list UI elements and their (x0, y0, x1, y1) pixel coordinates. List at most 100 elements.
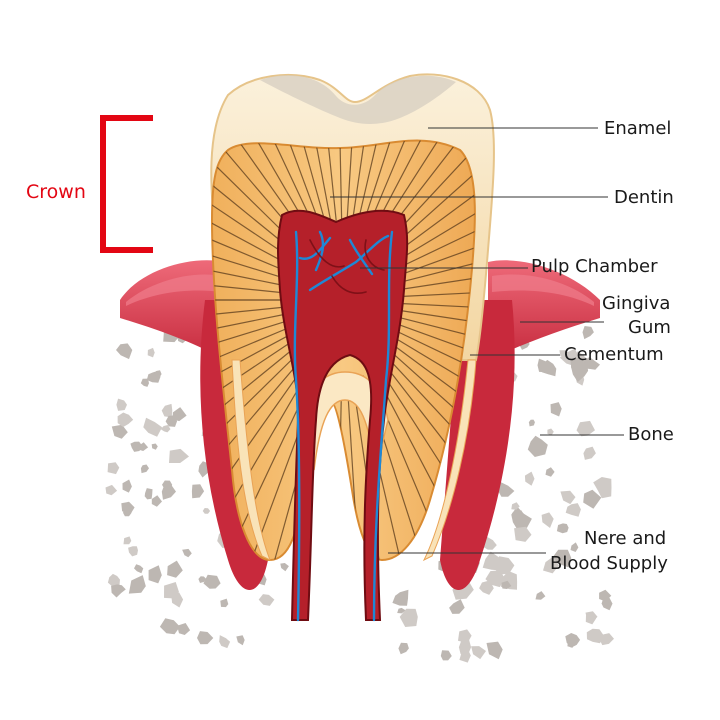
bone-fragment (143, 417, 163, 437)
dentinal-tubule (289, 140, 332, 222)
bone-fragment (123, 508, 132, 517)
dentinal-tubule (212, 192, 288, 273)
bone-fragment (107, 462, 120, 475)
dentinal-tubule (212, 167, 290, 266)
bone-fragment (123, 536, 132, 545)
bone-fragment (547, 428, 554, 436)
dentinal-tubule (401, 231, 475, 283)
bone-fragment (485, 570, 506, 588)
bone-fragment (161, 485, 176, 500)
dentinal-tubule (402, 310, 475, 342)
bone-fragment (582, 326, 594, 340)
dentinal-tubule (336, 140, 343, 221)
bone-fragment (601, 597, 613, 611)
bone-fragment (105, 484, 118, 496)
dentinal-tubule (395, 337, 475, 445)
bone-fragment (122, 479, 132, 493)
bone-fragment (159, 618, 180, 635)
dentinal-tubule (212, 140, 299, 248)
bone-fragment (583, 489, 602, 509)
dentinal-tubule (212, 341, 293, 457)
bone-fragment (392, 589, 409, 606)
dentinal-tubule (377, 140, 475, 235)
pulp-chamber (277, 209, 409, 622)
dentinal-tubule (222, 140, 316, 230)
bone-fragment (111, 584, 126, 598)
bone-fragment (182, 548, 192, 558)
bone-fragment (541, 359, 557, 377)
dentinal-tubule (395, 155, 475, 263)
dentinal-tubule (402, 285, 475, 297)
dentinal-tubule (212, 143, 293, 259)
bone-fragment (535, 591, 546, 600)
dentinal-tubule (399, 205, 475, 276)
label-nerve-line2: Blood Supply (550, 553, 668, 574)
bone-fragment (148, 565, 162, 584)
bone-fragment (440, 650, 452, 661)
cementum-layer (231, 359, 477, 562)
bone-fragment (483, 536, 497, 550)
dentinal-tubule (402, 258, 475, 290)
bone-fragment (528, 419, 535, 427)
dentinal-tubule (385, 140, 475, 245)
bone-fragment (236, 635, 245, 646)
label-crown: Crown (26, 181, 86, 203)
dentinal-tubule (212, 327, 288, 408)
dentinal-tubule (212, 313, 285, 355)
bone-fragment (197, 631, 214, 645)
bone-fragment (565, 503, 581, 517)
label-bone: Bone (628, 424, 674, 445)
dentinal-tubule (312, 140, 337, 221)
bone-fragment (459, 648, 471, 663)
bone-fragment (576, 420, 595, 437)
dentinal-tubule (212, 140, 303, 242)
label-cementum: Cementum (564, 344, 664, 365)
bone-fragment (169, 448, 189, 463)
bone-fragment (399, 608, 418, 627)
bone-fragment (140, 464, 149, 474)
bone-fragment (154, 370, 162, 378)
dentinal-tubule (212, 334, 290, 433)
bone-fragment (511, 502, 520, 510)
dentinal-tubule (266, 140, 327, 224)
dentinal-tubule (372, 140, 474, 231)
bone-fragment (140, 378, 149, 387)
bone-fragment (191, 484, 205, 499)
label-dentin: Dentin (614, 187, 674, 208)
bone-fragment (203, 574, 221, 589)
bone-fragment (599, 633, 614, 646)
bone-fragment (202, 508, 211, 514)
bone-fragment (583, 446, 596, 460)
bone-fragment (471, 646, 486, 660)
bone-fragment (593, 477, 612, 499)
bone-fragment (556, 523, 569, 534)
label-pulp-chamber: Pulp Chamber (531, 256, 658, 277)
bone-fragment (511, 506, 532, 530)
bone-fragment (116, 343, 133, 360)
bone-fragment (198, 576, 207, 583)
dentinal-tubule (212, 306, 284, 328)
dentinal-tubule (346, 140, 362, 221)
dentinal-tubule (346, 379, 362, 560)
bone-fragment (552, 549, 572, 568)
bone-fragment (479, 580, 494, 595)
bone-fragment (177, 623, 191, 635)
dentinal-tubule (212, 272, 284, 294)
bone-fragment (134, 564, 144, 574)
bone-fragment (147, 347, 155, 358)
bone-fragment (550, 402, 562, 417)
bone-fragment (128, 575, 146, 594)
bone-fragment (458, 629, 472, 644)
bone-fragment (501, 580, 512, 589)
bone-fragment (160, 425, 171, 433)
bone-fragment (219, 635, 231, 649)
bone-fragment (449, 599, 465, 614)
bone-fragment (543, 556, 559, 574)
dentinal-tubule (212, 358, 303, 520)
label-gum: Gum (628, 317, 671, 338)
bone-fragment (541, 512, 554, 528)
dentinal-tubule (212, 321, 286, 382)
bone-fragment (527, 435, 548, 457)
bone-fragment (545, 467, 555, 477)
